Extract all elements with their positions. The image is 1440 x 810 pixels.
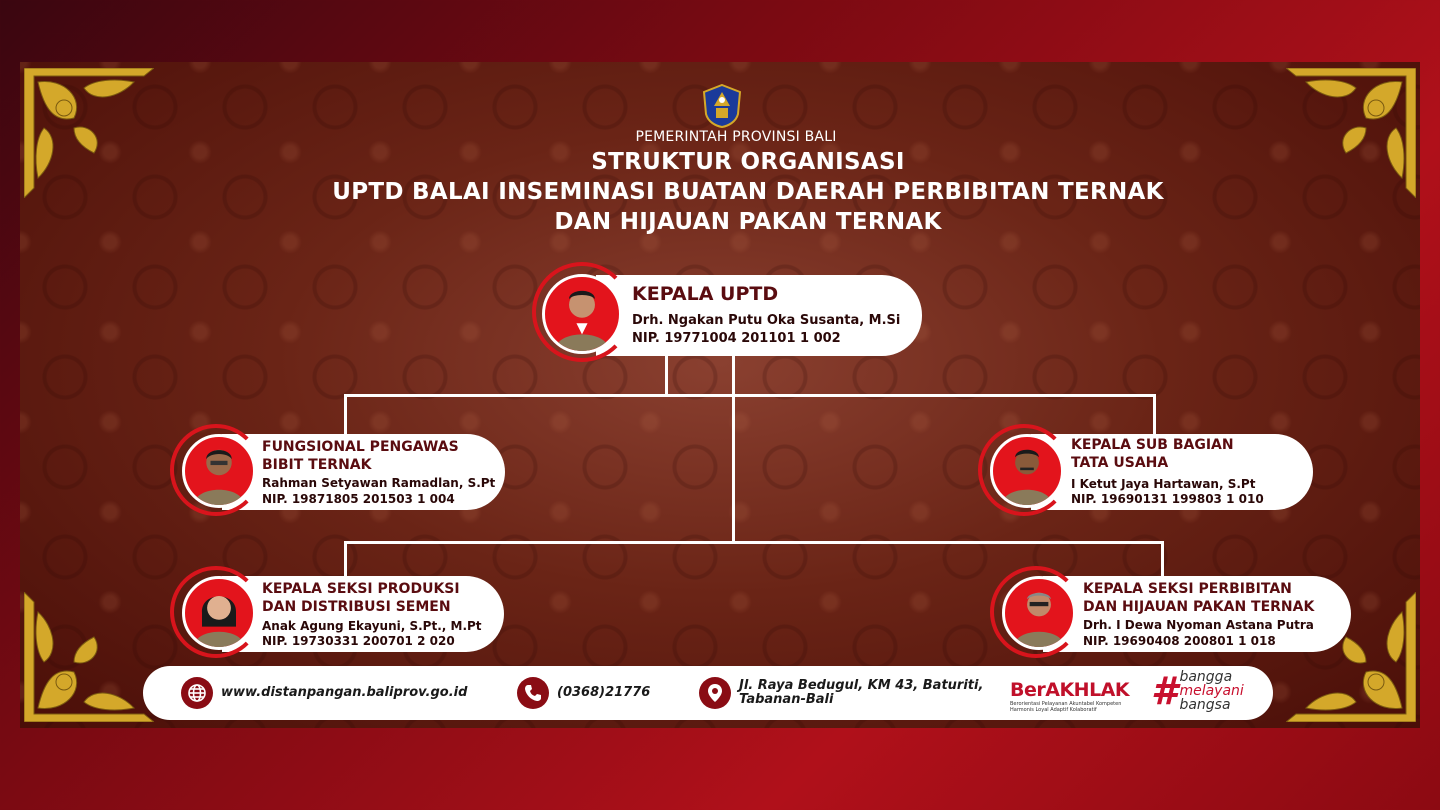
tag-line1: bangga xyxy=(1179,669,1233,685)
connector-line xyxy=(1153,394,1156,434)
bangga-melayani-logo: # bangga melayani bangsa xyxy=(1151,670,1244,712)
connector-line xyxy=(344,541,347,577)
hashtag-icon: # xyxy=(1151,669,1178,713)
org-node-head: KEPALA UPTD Drh. Ngakan Putu Oka Susanta… xyxy=(596,275,922,356)
connector-line xyxy=(732,356,735,543)
tag-line2: melayani xyxy=(1179,683,1244,699)
node-name: Rahman Setyawan Ramadlan, S.Pt xyxy=(262,476,496,490)
brand-text: BerAKHLAK xyxy=(1010,679,1130,701)
page-title: STRUKTUR ORGANISASI xyxy=(591,149,905,175)
node-title: KEPALA SEKSI PERBIBITAN xyxy=(1083,581,1292,597)
phone-icon xyxy=(517,677,549,709)
address-line1: Jl. Raya Bedugul, KM 43, Baturiti, xyxy=(739,678,984,693)
location-pin-icon xyxy=(699,677,731,709)
connector-line xyxy=(344,394,1156,397)
node-nip: NIP. 19690408 200801 1 018 xyxy=(1083,634,1276,648)
connector-line xyxy=(344,541,1164,544)
page-title-line3: DAN HIJAUAN PAKAN TERNAK xyxy=(554,209,942,235)
node-nip: NIP. 19771004 201101 1 002 xyxy=(632,331,841,346)
node-title-line2: DAN HIJAUAN PAKAN TERNAK xyxy=(1083,599,1315,615)
contact-footer: www.distanpangan.baliprov.go.id (0368)21… xyxy=(143,666,1273,720)
avatar xyxy=(990,566,1082,658)
org-node-produksi: KEPALA SEKSI PRODUKSI DAN DISTRIBUSI SEM… xyxy=(222,576,504,652)
website-item[interactable]: www.distanpangan.baliprov.go.id xyxy=(181,677,467,709)
tag-line3: bangsa xyxy=(1179,697,1231,713)
org-node-subbagian: KEPALA SUB BAGIAN TATA USAHA I Ketut Jay… xyxy=(1031,434,1313,510)
page-title-line2: UPTD BALAI INSEMINASI BUATAN DAERAH PERB… xyxy=(332,179,1164,205)
connector-line xyxy=(665,356,668,395)
bali-province-emblem-icon xyxy=(702,83,742,129)
government-label: PEMERINTAH PROVINSI BALI xyxy=(635,129,837,145)
node-title: KEPALA UPTD xyxy=(632,283,779,305)
org-node-functional: FUNGSIONAL PENGAWAS BIBIT TERNAK Rahman … xyxy=(222,434,505,510)
org-node-perbibitan: KEPALA SEKSI PERBIBITAN DAN HIJAUAN PAKA… xyxy=(1043,576,1351,652)
gold-ornament-icon xyxy=(23,590,156,723)
address-item: Jl. Raya Bedugul, KM 43, Baturiti, Taban… xyxy=(699,677,983,709)
node-title-line2: TATA USAHA xyxy=(1071,455,1169,471)
connector-line xyxy=(344,394,347,434)
node-nip: NIP. 19871805 201503 1 004 xyxy=(262,492,455,506)
brand-subtext: Berorientasi Pelayanan Akuntabel Kompete… xyxy=(1010,701,1122,713)
avatar xyxy=(532,262,632,362)
node-title-line2: DAN DISTRIBUSI SEMEN xyxy=(262,599,451,615)
phone-number[interactable]: (0368)21776 xyxy=(557,685,651,700)
gold-ornament-icon xyxy=(23,67,156,200)
node-title: KEPALA SEKSI PRODUKSI xyxy=(262,581,460,597)
avatar xyxy=(978,424,1070,516)
avatar xyxy=(170,424,262,516)
phone-item[interactable]: (0368)21776 xyxy=(517,677,650,709)
node-name: Anak Agung Ekayuni, S.Pt., M.Pt xyxy=(262,619,482,633)
website-link[interactable]: www.distanpangan.baliprov.go.id xyxy=(221,685,468,700)
node-name: I Ketut Jaya Hartawan, S.Pt xyxy=(1071,477,1256,491)
node-title: KEPALA SUB BAGIAN xyxy=(1071,437,1234,453)
node-title: FUNGSIONAL PENGAWAS xyxy=(262,439,459,455)
address-line2: Tabanan-Bali xyxy=(739,692,834,707)
node-name: Drh. I Dewa Nyoman Astana Putra xyxy=(1083,618,1314,632)
node-name: Drh. Ngakan Putu Oka Susanta, M.Si xyxy=(632,313,901,328)
connector-line xyxy=(1161,541,1164,577)
node-nip: NIP. 19730331 200701 2 020 xyxy=(262,634,455,648)
node-title-line2: BIBIT TERNAK xyxy=(262,457,372,473)
avatar xyxy=(170,566,262,658)
berakhlak-logo: BerAKHLAK Berorientasi Pelayanan Akuntab… xyxy=(1010,679,1130,713)
node-nip: NIP. 19690131 199803 1 010 xyxy=(1071,492,1264,506)
globe-icon xyxy=(181,677,213,709)
